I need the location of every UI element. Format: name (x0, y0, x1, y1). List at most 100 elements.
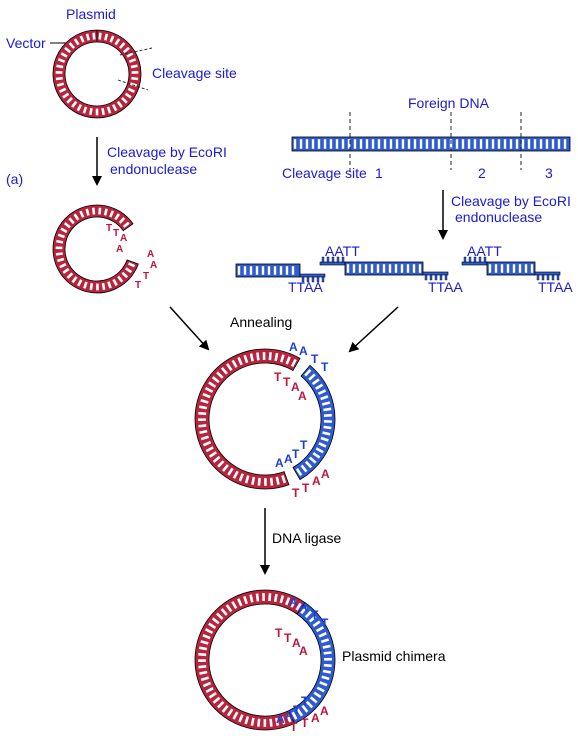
sticky-base (478, 256, 482, 263)
base-pair-rung (237, 598, 243, 607)
base-pair-rung (109, 210, 115, 218)
base-pair-rung (305, 700, 314, 709)
sticky-base (321, 276, 325, 283)
base-pair-rung (130, 64, 138, 69)
base-pair-rung (64, 46, 71, 54)
base-pair-rung (200, 640, 209, 645)
base-pair-rung (323, 425, 332, 430)
sticky-base (551, 274, 555, 281)
base-pair-rung (103, 208, 108, 216)
base-pair-rung (311, 378, 320, 386)
cleavage-ecori-left-line2: endonuclease (110, 161, 197, 177)
sticky-letter: A (299, 344, 308, 358)
base-pair-rung (317, 389, 327, 395)
annealed-vector-arc (194, 348, 301, 490)
sticky-letter: T (284, 631, 292, 645)
base-pair-rung (243, 595, 248, 605)
base-pair-rung (290, 358, 297, 368)
base-pair-rung (66, 97, 73, 104)
base-pair-rung (128, 58, 137, 63)
sticky-letter: A (116, 244, 123, 255)
plasmid-label: Plasmid (66, 6, 116, 22)
base-pair-rung (202, 392, 211, 399)
base-pair-rung (211, 617, 220, 625)
base-pair-rung (98, 32, 102, 40)
base-pair-rung (118, 42, 126, 49)
base-pair-rung (315, 383, 324, 390)
base-pair-rung (204, 628, 214, 635)
base-pair-rung (125, 267, 133, 274)
sticky-letter: A (289, 595, 298, 609)
foreign-dna (291, 136, 571, 152)
sticky-base (336, 256, 340, 263)
cut-plasmid-sticky-ends: T T A A A A T T (106, 223, 157, 291)
base-pair-rung (280, 716, 286, 725)
base-pair-rung (291, 711, 298, 720)
sticky-letter: A (299, 600, 308, 614)
base-pair-rung (131, 76, 139, 81)
base-pair-rung (249, 353, 254, 362)
site-number-2: 2 (478, 165, 486, 181)
base-pair-rung (268, 352, 272, 361)
sticky-letter: T (135, 280, 141, 291)
base-pair-rung (220, 608, 228, 616)
base-pair-rung (55, 76, 63, 81)
base-pair-rung (237, 357, 243, 366)
base-pair-rung (295, 467, 303, 476)
base-pair-rung (56, 64, 64, 69)
base-pair-rung (57, 257, 65, 263)
base-pair-rung (295, 602, 302, 611)
base-pair-rung (274, 352, 279, 362)
base-pair-rung (121, 271, 129, 279)
base-pair-rung (212, 455, 221, 463)
base-pair-rung (205, 687, 214, 694)
sticky-base (326, 256, 330, 263)
base-pair-rung (300, 606, 308, 615)
sticky-base (301, 276, 305, 283)
base-pair-rung (129, 82, 138, 87)
base-pair-rung (312, 620, 321, 628)
sticky-letter: A (150, 260, 157, 271)
base-pair-rung (73, 38, 80, 46)
base-pair-rung (79, 35, 85, 43)
foreign-cleavage-site-label: Cleavage site (282, 165, 367, 181)
base-pair-rung (221, 464, 229, 472)
base-pair-rung (318, 632, 327, 638)
sticky-base (316, 276, 320, 283)
cut-plasmid (52, 204, 139, 294)
sticky-base (468, 256, 472, 263)
base-pair-rung (85, 33, 90, 41)
base-pair-rung (208, 381, 217, 388)
base-pair-rung (71, 100, 78, 108)
sticky-letter: A (291, 380, 300, 394)
base-pair-rung (256, 352, 260, 361)
sticky-base (463, 256, 467, 263)
base-pair-rung (220, 366, 228, 375)
base-pair-rung (221, 704, 229, 713)
base-pair-rung (304, 460, 313, 469)
base-pair-rung (316, 686, 325, 693)
base-pair-rung (79, 210, 85, 218)
chimera-foreign-arc (288, 602, 336, 724)
sticky-base (536, 274, 540, 281)
sticky-base (321, 256, 325, 263)
base-pair-rung (109, 35, 115, 43)
base-pair-rung (216, 371, 224, 379)
aatt-label-2: AATT (467, 243, 502, 259)
base-pair-rung (82, 106, 88, 114)
base-pair-rung (313, 691, 322, 699)
base-pair-rung (116, 100, 123, 108)
base-pair-rung (211, 376, 220, 384)
base-pair-rung (101, 107, 105, 116)
sticky-letter: T (292, 486, 300, 500)
base-pair-rung (225, 604, 233, 613)
base-pair-rung (85, 208, 90, 216)
base-pair-rung (198, 652, 207, 657)
sticky-base (434, 274, 438, 281)
sticky-letter: T (143, 271, 149, 282)
base-pair-rung (83, 281, 88, 289)
base-pair-rung (62, 92, 70, 99)
base-pair-rung (89, 283, 94, 291)
base-pair-rung (323, 651, 332, 655)
base-pair-rung (255, 593, 260, 602)
